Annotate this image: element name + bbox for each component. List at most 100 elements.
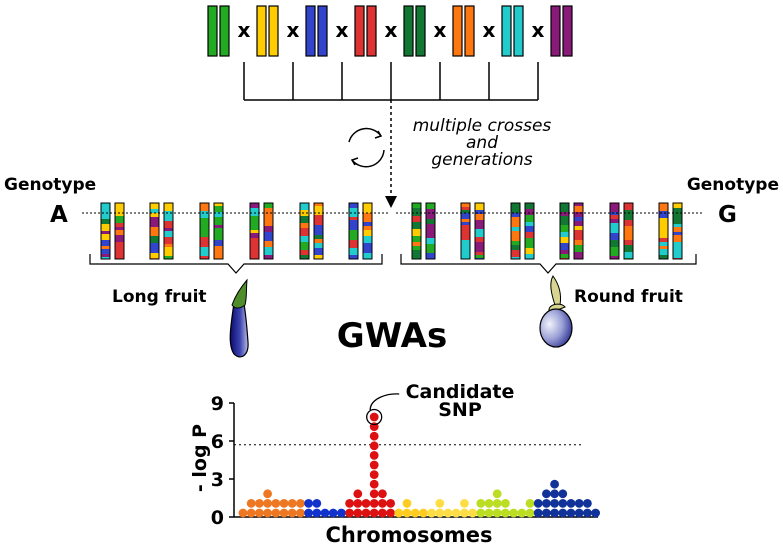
chromosome-segment: [475, 237, 484, 242]
chromosome-segment: [314, 255, 323, 259]
chromosome-segment: [412, 222, 421, 229]
snp-point: [369, 412, 379, 422]
snp-point: [492, 489, 502, 499]
chromosome-segment: [164, 203, 173, 211]
chromosome-segment: [300, 203, 309, 210]
chromosome-segment: [475, 242, 484, 252]
snp-point: [369, 451, 379, 460]
allele-label-left: A: [50, 202, 68, 228]
cross-symbol: x: [336, 18, 349, 42]
chromosome-segment: [574, 212, 583, 217]
snp-point: [369, 441, 379, 451]
offspring-chromosome: [313, 202, 324, 260]
chromosome-segment: [659, 246, 668, 249]
chromosome-segment: [461, 225, 470, 231]
chromosome-segment: [412, 203, 421, 208]
snp-point: [255, 508, 264, 518]
snp-point: [542, 508, 551, 518]
chromosome-segment: [214, 212, 223, 217]
chromosome-segment: [101, 213, 110, 219]
chromosome-segment: [264, 232, 273, 241]
snp-point: [419, 508, 428, 518]
chromosome-segment: [349, 224, 358, 230]
snp-point: [501, 499, 510, 508]
chromosome-segment: [475, 203, 484, 210]
snp-point: [410, 508, 420, 518]
chromosome-segment: [475, 255, 484, 258]
chromosome-segment: [363, 203, 372, 213]
chromosome-segment: [150, 209, 159, 213]
chromosome-segment: [150, 236, 159, 243]
snp-point: [312, 508, 322, 518]
y-tick-label: 3: [211, 469, 224, 491]
chromosome-segment: [610, 215, 619, 219]
snp-point: [542, 499, 551, 508]
chromosome-segment: [673, 203, 682, 208]
chromosome-segment: [164, 221, 173, 228]
snp-point: [476, 508, 486, 518]
chromosome-segment: [115, 216, 124, 223]
chromosome-segment: [659, 218, 668, 224]
chromosome-segment: [200, 237, 209, 247]
chromosome-segment: [101, 254, 110, 257]
chromosome-segment: [525, 238, 534, 248]
cross-symbol: x: [287, 18, 300, 42]
snp-point: [369, 431, 379, 441]
chromosome-segment: [560, 254, 569, 258]
snp-point: [550, 499, 559, 508]
snp-point: [509, 508, 518, 518]
chromosome-segment: [250, 221, 259, 230]
snp-point: [369, 460, 379, 470]
offspring-population-left: [100, 202, 373, 260]
candidate-snp-highlight: [366, 408, 383, 426]
offspring-chromosome: [249, 202, 260, 260]
chromosome-segment: [525, 222, 534, 226]
snp-point: [296, 508, 305, 518]
snp-point: [460, 499, 469, 508]
chromosome-segment: [214, 217, 223, 225]
chromosome-segment: [511, 213, 520, 217]
chromosome-segment: [214, 203, 223, 206]
snp-point: [435, 499, 445, 508]
snp-point: [369, 479, 379, 489]
chromosome-segment: [511, 231, 520, 241]
chromosome-segment: [200, 203, 209, 211]
chromosome-segment: [525, 209, 534, 215]
parent-chromosome: [366, 5, 377, 57]
chromosome-segment: [115, 242, 124, 247]
parent-chromosome: [562, 5, 573, 57]
chromosome-segment: [659, 230, 668, 238]
chromosome-segment: [150, 203, 159, 209]
chromosome-segment: [115, 227, 124, 230]
snp-point: [304, 508, 313, 518]
chromosome-segment: [101, 249, 110, 254]
parent-chromosome: [256, 5, 267, 57]
chromosome-segment: [574, 221, 583, 226]
snp-point: [591, 508, 600, 518]
chromosome-segment: [525, 248, 534, 254]
snp-point: [287, 508, 297, 518]
snp-point: [402, 508, 412, 518]
chromosome-segment: [624, 240, 633, 245]
chromosome-segment: [525, 254, 534, 259]
chromosome-segment: [150, 243, 159, 253]
chromosome-segment: [673, 252, 682, 258]
snp-point: [312, 499, 322, 508]
round-fruit-image: [539, 275, 573, 348]
chromosome-segment: [250, 233, 259, 238]
snp-point: [484, 508, 494, 518]
chromosome-segment: [461, 240, 470, 249]
chromosome-segment: [461, 219, 470, 222]
annotation-leader: [369, 393, 400, 411]
long-fruit-image: [229, 278, 249, 358]
snp-point: [468, 508, 477, 518]
chromosome-segment: [610, 212, 619, 215]
chromosome-segment: [560, 225, 569, 232]
chromosome-segment: [659, 249, 668, 255]
snp-point: [435, 508, 445, 518]
chromosome-segment: [349, 217, 358, 220]
chromosome-segment: [624, 203, 633, 210]
chromosome-segment: [475, 214, 484, 220]
snp-point: [492, 499, 502, 508]
